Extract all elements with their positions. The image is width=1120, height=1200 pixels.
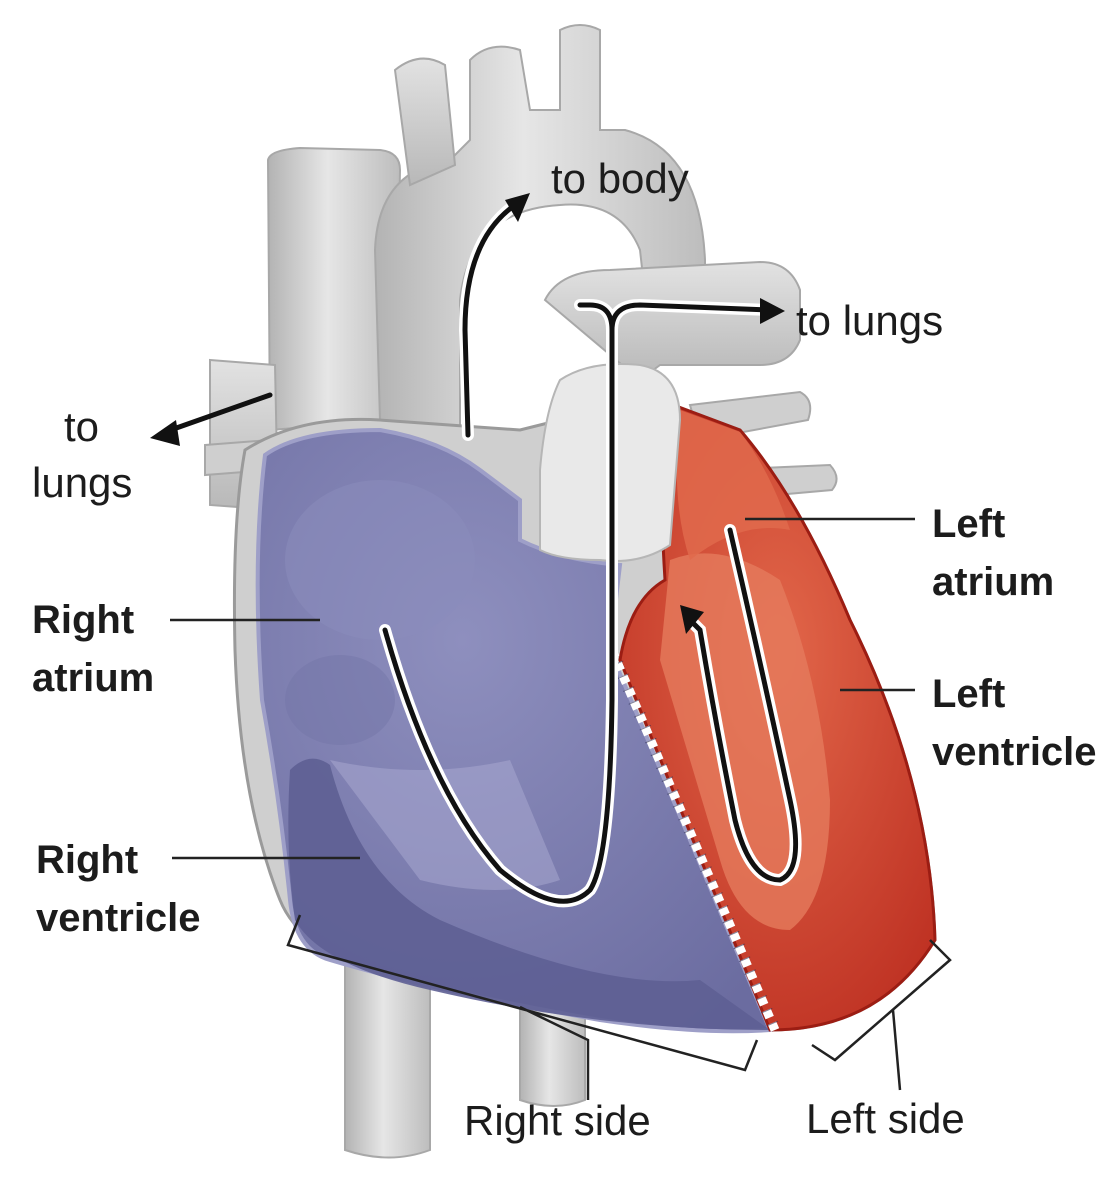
left-side-label: Left side: [806, 1095, 965, 1142]
right-ventricle-wall: [288, 758, 770, 1030]
side-brackets: [286, 914, 952, 1100]
left-atrium-label-line2: atrium: [932, 560, 1055, 604]
to-lungs-left-label-line1: to: [64, 403, 100, 450]
right-atrium-texture: [285, 480, 475, 640]
flow-path-left: [687, 527, 799, 883]
right-ventricle-label-line2: ventricle: [36, 896, 201, 940]
left-side-bracket: [811, 939, 952, 1091]
flow-path-right: [382, 302, 773, 904]
arrowhead-left-ventricle: [680, 605, 704, 634]
vena-cava: [266, 146, 402, 432]
left-atrium-label-line1: Left: [932, 502, 1006, 546]
flow-path-body: [462, 202, 518, 438]
left-ventricle-label-line2: ventricle: [932, 732, 1097, 772]
right-ventricle-label-line1: Right: [36, 838, 139, 882]
to-body-label: to body: [551, 155, 689, 202]
descending-aorta: [519, 989, 586, 1107]
blood-flow-paths: [162, 199, 802, 908]
leader-lines: [170, 517, 915, 860]
left-atrium-cavity: [676, 410, 790, 560]
arrowhead-body: [505, 193, 530, 222]
flow-path-lungs-left: [162, 392, 273, 435]
right-side-label: Right side: [464, 1097, 651, 1144]
arrowheads: [150, 193, 785, 634]
left-ventricle-label-line1: Left: [932, 672, 1006, 716]
brachiocephalic-artery: [393, 57, 457, 187]
right-atrium-label-line2: atrium: [32, 656, 155, 700]
inferior-vena-cava: [344, 928, 431, 1159]
right-side-bracket: [286, 914, 759, 1100]
arrowhead-lungs-right: [760, 298, 785, 324]
to-lungs-right-label: to lungs: [796, 297, 944, 344]
tricuspid-valve: [330, 760, 560, 890]
to-lungs-left-label-line2: lungs: [32, 459, 133, 506]
right-atrium-label-line1: Right: [32, 598, 135, 642]
arrowhead-lungs-left: [150, 420, 180, 446]
right-atrium-texture-2: [285, 655, 395, 745]
